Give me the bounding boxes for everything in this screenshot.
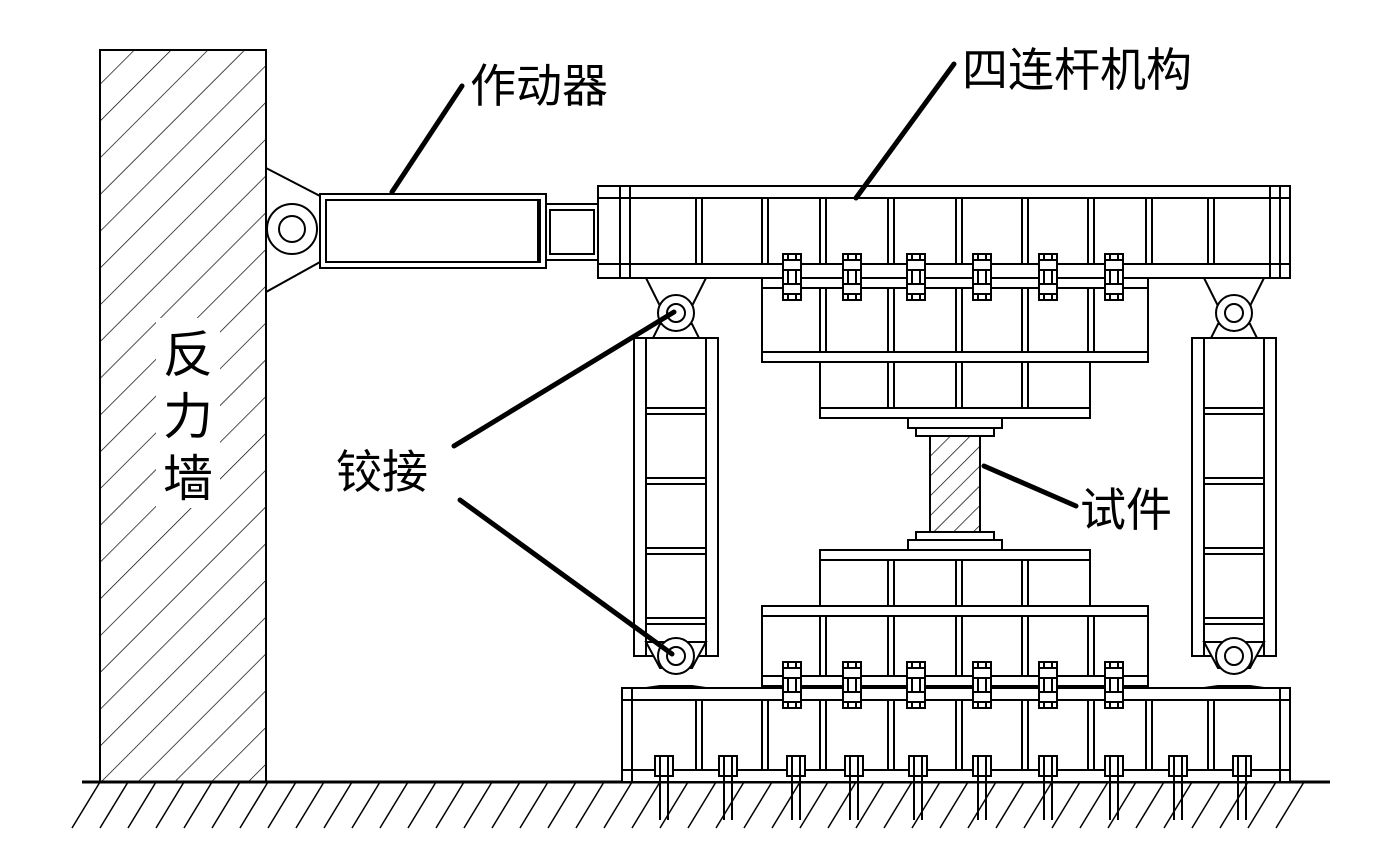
labels: 作动器 四连杆机构 铰接 试件 反 力 墙 — [163, 43, 1192, 537]
bottom-beam-assembly — [621, 539, 1291, 820]
reaction-wall — [99, 49, 267, 783]
wall-label-2: 力 — [163, 388, 213, 446]
four-bar-leader — [853, 61, 957, 201]
actuator — [265, 166, 599, 294]
hinge-leader-lower — [457, 497, 675, 657]
four-bar-label: 四连杆机构 — [962, 43, 1192, 97]
leader-lines — [389, 61, 1079, 657]
wall-label-1: 反 — [163, 326, 213, 384]
specimen-leader — [981, 463, 1079, 509]
ground — [71, 780, 1330, 829]
wall-label-3: 墙 — [163, 450, 213, 508]
specimen — [915, 426, 995, 544]
right-link-column — [1191, 277, 1277, 689]
specimen-label: 试件 — [1080, 483, 1172, 537]
left-link-column — [633, 277, 719, 689]
actuator-leader — [389, 83, 465, 195]
top-beam-assembly — [597, 185, 1291, 429]
actuator-label: 作动器 — [470, 59, 608, 113]
hinge-label: 铰接 — [336, 445, 428, 499]
hinge-leader-upper — [451, 309, 677, 449]
